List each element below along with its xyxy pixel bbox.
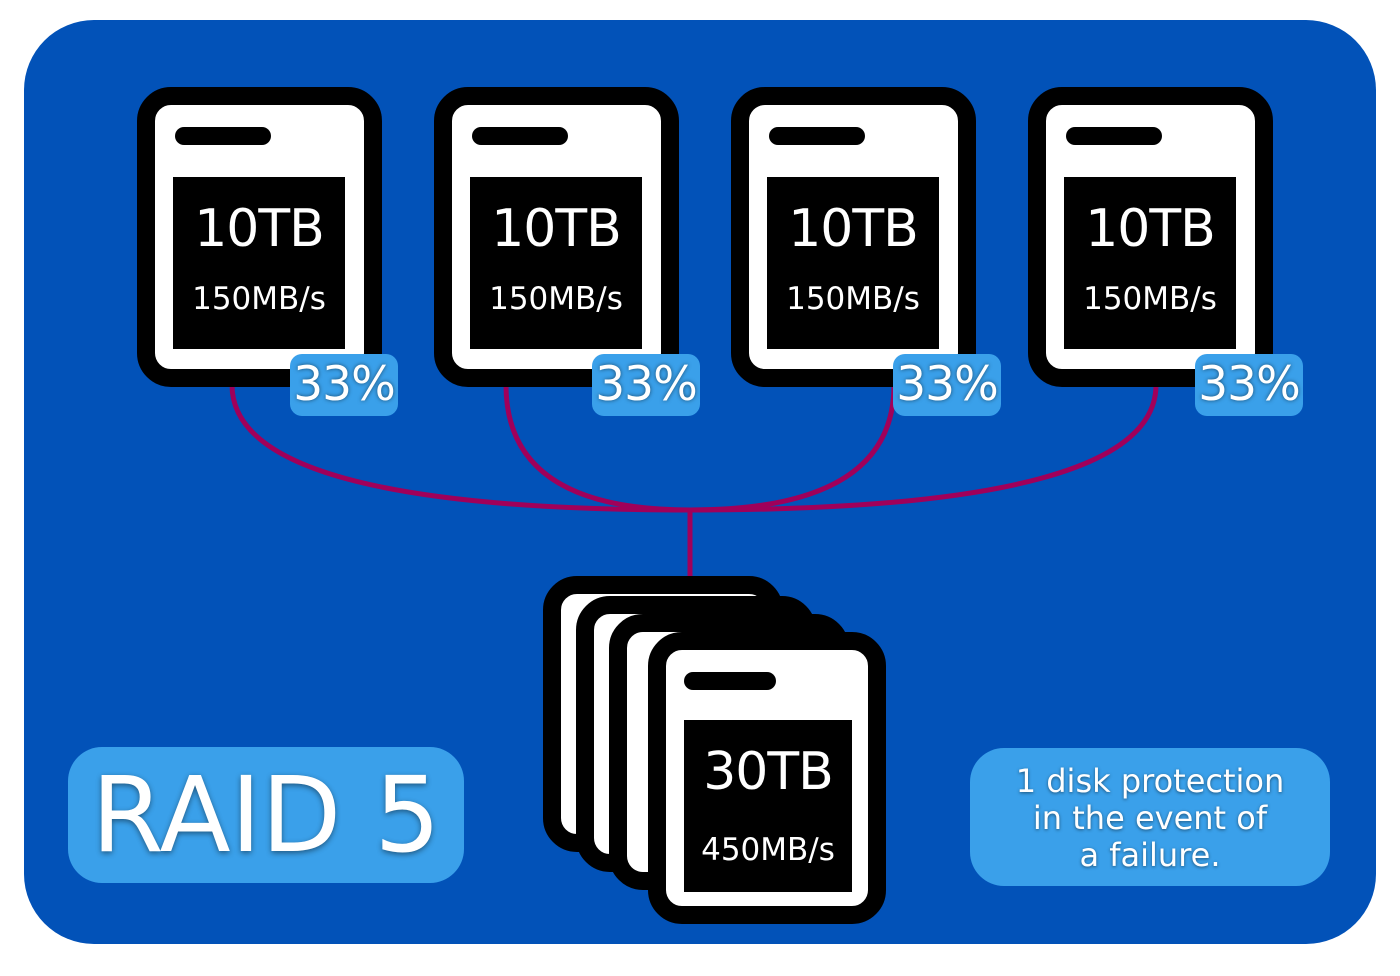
drive-speed: 150MB/s (489, 281, 623, 317)
note-line-2: in the event of (1032, 799, 1268, 837)
drive-slot (175, 127, 271, 145)
share-badge-2: 33% (592, 354, 700, 416)
raid-level-label: RAID 5 (68, 747, 464, 883)
drive-1: 10TB 150MB/s (137, 87, 382, 387)
array-drive: 30TB 450MB/s (648, 632, 886, 924)
drive-label: 10TB 150MB/s (1064, 177, 1236, 349)
drive-capacity: 10TB (788, 199, 919, 259)
drive-slot (1066, 127, 1162, 145)
drive-capacity: 10TB (194, 199, 325, 259)
share-badge-4: 33% (1195, 354, 1303, 416)
drive-3: 10TB 150MB/s (731, 87, 976, 387)
drive-label: 10TB 150MB/s (173, 177, 345, 349)
connector-drive-4 (687, 382, 1159, 513)
connector-drive-2 (503, 382, 693, 513)
drive-slot (684, 672, 776, 690)
drive-capacity: 10TB (491, 199, 622, 259)
connector-drive-3 (687, 382, 897, 513)
drive-label: 10TB 150MB/s (470, 177, 642, 349)
note-line-1: 1 disk protection (1015, 762, 1285, 800)
note-line-3: a failure. (1079, 836, 1221, 874)
drive-speed: 150MB/s (786, 281, 920, 317)
drive-slot (472, 127, 568, 145)
share-badge-3: 33% (893, 354, 1001, 416)
drive-label: 10TB 150MB/s (767, 177, 939, 349)
drive-slot (769, 127, 865, 145)
share-badge-1: 33% (290, 354, 398, 416)
array-capacity: 30TB (703, 742, 834, 802)
array-label: 30TB 450MB/s (684, 720, 852, 892)
drive-speed: 150MB/s (1083, 281, 1217, 317)
drive-speed: 150MB/s (192, 281, 326, 317)
drive-capacity: 10TB (1085, 199, 1216, 259)
connector-drive-1 (229, 382, 693, 513)
protection-note: 1 disk protection in the event of a fail… (970, 748, 1330, 886)
drive-2: 10TB 150MB/s (434, 87, 679, 387)
array-speed: 450MB/s (701, 832, 835, 868)
drive-4: 10TB 150MB/s (1028, 87, 1273, 387)
